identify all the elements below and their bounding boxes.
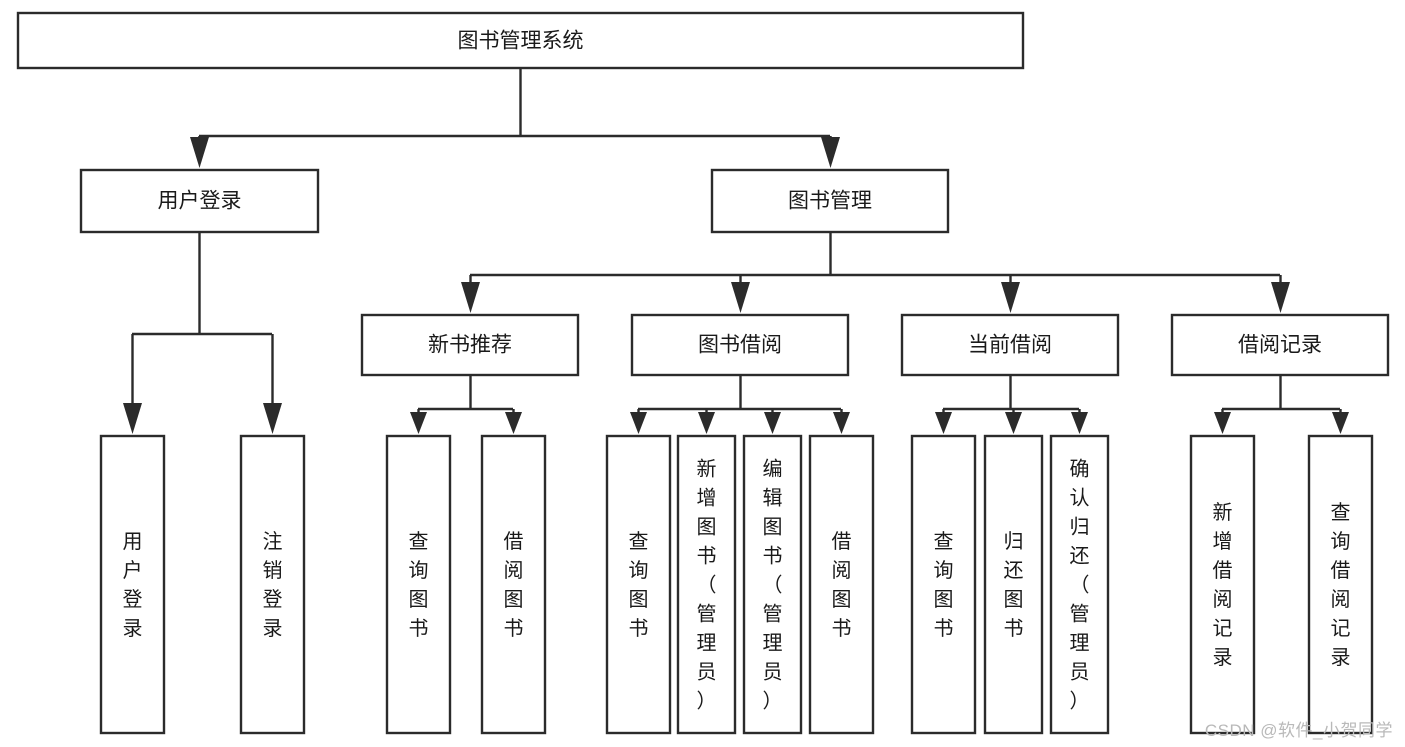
node-leaf-return-book[interactable]: 归还图书 bbox=[983, 434, 1044, 735]
node-book-manage-box[interactable] bbox=[710, 168, 950, 234]
node-leaf-query-borrow-record[interactable]: 查询借阅记录 bbox=[1307, 434, 1374, 735]
arrow-head-book-borrow bbox=[731, 282, 750, 313]
node-root-box[interactable] bbox=[16, 11, 1025, 70]
arrow-head-leaf-add-book-admin bbox=[698, 412, 715, 434]
node-leaf-borrow-book-label: 借阅图书 bbox=[832, 530, 852, 640]
node-root-label: 图书管理系统 bbox=[458, 30, 584, 53]
node-leaf-user-login[interactable]: 用户登录 bbox=[99, 434, 166, 735]
node-book-borrow[interactable]: 图书借阅 bbox=[630, 313, 850, 377]
arrow-head-leaf-return-book bbox=[1005, 412, 1022, 434]
arrow-head-new-book-rec bbox=[461, 282, 480, 313]
node-leaf-confirm-return-admin[interactable]: 确认归还（管理员） bbox=[1049, 434, 1110, 735]
node-leaf-borrow-book-box[interactable] bbox=[808, 434, 875, 735]
node-current-borrow[interactable]: 当前借阅 bbox=[900, 313, 1120, 377]
arrow-head-leaf-user-login bbox=[123, 403, 142, 434]
node-leaf-query-book-rec[interactable]: 查询图书 bbox=[385, 434, 452, 735]
node-leaf-query-book-borrow-label: 查询图书 bbox=[629, 530, 649, 640]
node-leaf-user-login-box[interactable] bbox=[99, 434, 166, 735]
connector-group-root bbox=[190, 68, 840, 168]
node-leaf-add-book-admin[interactable]: 新增图书（管理员） bbox=[676, 434, 737, 735]
node-leaf-add-borrow-record-label: 新增借阅记录 bbox=[1213, 501, 1233, 669]
connector-group-book-borrow bbox=[630, 375, 850, 434]
node-leaf-borrow-book[interactable]: 借阅图书 bbox=[808, 434, 875, 735]
connector-group-book-manage bbox=[461, 232, 1290, 313]
node-leaf-return-book-box[interactable] bbox=[983, 434, 1044, 735]
arrow-head-leaf-query-book-rec bbox=[410, 412, 427, 434]
node-leaf-query-book-rec-box[interactable] bbox=[385, 434, 452, 735]
node-leaf-return-book-label: 归还图书 bbox=[1004, 530, 1024, 640]
node-user-login-label: 用户登录 bbox=[158, 190, 242, 213]
node-leaf-user-logout-label: 注销登录 bbox=[263, 530, 283, 640]
connector-group-borrow-record bbox=[1214, 375, 1349, 434]
arrow-head-leaf-edit-book-admin bbox=[764, 412, 781, 434]
node-leaf-query-book-rec-label: 查询图书 bbox=[409, 530, 429, 640]
arrow-head-current-borrow bbox=[1001, 282, 1020, 313]
node-root[interactable]: 图书管理系统 bbox=[16, 11, 1025, 70]
arrow-head-borrow-record bbox=[1271, 282, 1290, 313]
node-leaf-query-borrow-record-box[interactable] bbox=[1307, 434, 1374, 735]
node-leaf-borrow-book-rec-label: 借阅图书 bbox=[504, 530, 524, 640]
node-book-manage-label: 图书管理 bbox=[788, 190, 872, 213]
node-leaf-add-book-admin-box[interactable] bbox=[676, 434, 737, 735]
node-leaf-edit-book-admin-label: 编辑图书（管理员） bbox=[763, 458, 783, 713]
node-book-manage[interactable]: 图书管理 bbox=[710, 168, 950, 234]
arrow-head-leaf-add-borrow-record bbox=[1214, 412, 1231, 434]
node-leaf-query-book-borrow-box[interactable] bbox=[605, 434, 672, 735]
node-leaf-confirm-return-admin-label: 确认归还（管理员） bbox=[1070, 458, 1090, 713]
node-leaf-borrow-book-rec-box[interactable] bbox=[480, 434, 547, 735]
node-leaf-edit-book-admin-box[interactable] bbox=[742, 434, 803, 735]
node-leaf-confirm-return-admin-box[interactable] bbox=[1049, 434, 1110, 735]
node-leaf-query-book-current-box[interactable] bbox=[910, 434, 977, 735]
node-leaf-add-book-admin-label: 新增图书（管理员） bbox=[697, 458, 717, 713]
connector-group-user-login bbox=[123, 232, 282, 434]
node-leaf-user-login-label: 用户登录 bbox=[123, 531, 143, 640]
node-leaf-query-book-borrow[interactable]: 查询图书 bbox=[605, 434, 672, 735]
node-leaf-user-logout[interactable]: 注销登录 bbox=[239, 434, 306, 735]
arrow-head-leaf-query-borrow-record bbox=[1332, 412, 1349, 434]
node-leaf-query-book-current-label: 查询图书 bbox=[934, 530, 954, 640]
node-leaf-query-borrow-record-label: 查询借阅记录 bbox=[1331, 501, 1351, 669]
arrow-head-leaf-borrow-book-rec bbox=[505, 412, 522, 434]
node-leaf-borrow-book-rec[interactable]: 借阅图书 bbox=[480, 434, 547, 735]
node-borrow-record-label: 借阅记录 bbox=[1238, 334, 1322, 357]
node-new-book-rec[interactable]: 新书推荐 bbox=[360, 313, 580, 377]
node-leaf-user-logout-box[interactable] bbox=[239, 434, 306, 735]
arrow-head-leaf-confirm-return-admin bbox=[1071, 412, 1088, 434]
arrow-head-user-login bbox=[190, 137, 209, 168]
arrow-head-book-manage bbox=[821, 137, 840, 168]
node-leaf-edit-book-admin[interactable]: 编辑图书（管理员） bbox=[742, 434, 803, 735]
node-user-login[interactable]: 用户登录 bbox=[79, 168, 320, 234]
node-new-book-rec-label: 新书推荐 bbox=[428, 334, 512, 357]
node-leaf-query-book-current[interactable]: 查询图书 bbox=[910, 434, 977, 735]
node-borrow-record[interactable]: 借阅记录 bbox=[1170, 313, 1390, 377]
arrow-head-leaf-borrow-book bbox=[833, 412, 850, 434]
node-leaf-add-borrow-record[interactable]: 新增借阅记录 bbox=[1189, 434, 1256, 735]
connector-group-current-borrow bbox=[935, 375, 1088, 434]
leaf-nodes-group: 用户登录 注销登录 查询图书 借阅图书 查询图书 新增图书（管理员） bbox=[99, 434, 1374, 735]
node-leaf-add-borrow-record-box[interactable] bbox=[1189, 434, 1256, 735]
node-book-borrow-label: 图书借阅 bbox=[698, 334, 782, 357]
connector-group-new-book-rec bbox=[410, 375, 522, 434]
arrow-head-leaf-query-book-current bbox=[935, 412, 952, 434]
arrow-head-leaf-query-book-borrow bbox=[630, 412, 647, 434]
node-new-book-rec-box[interactable] bbox=[360, 313, 580, 377]
arrow-head-leaf-user-logout bbox=[263, 403, 282, 434]
node-current-borrow-label: 当前借阅 bbox=[968, 334, 1052, 357]
